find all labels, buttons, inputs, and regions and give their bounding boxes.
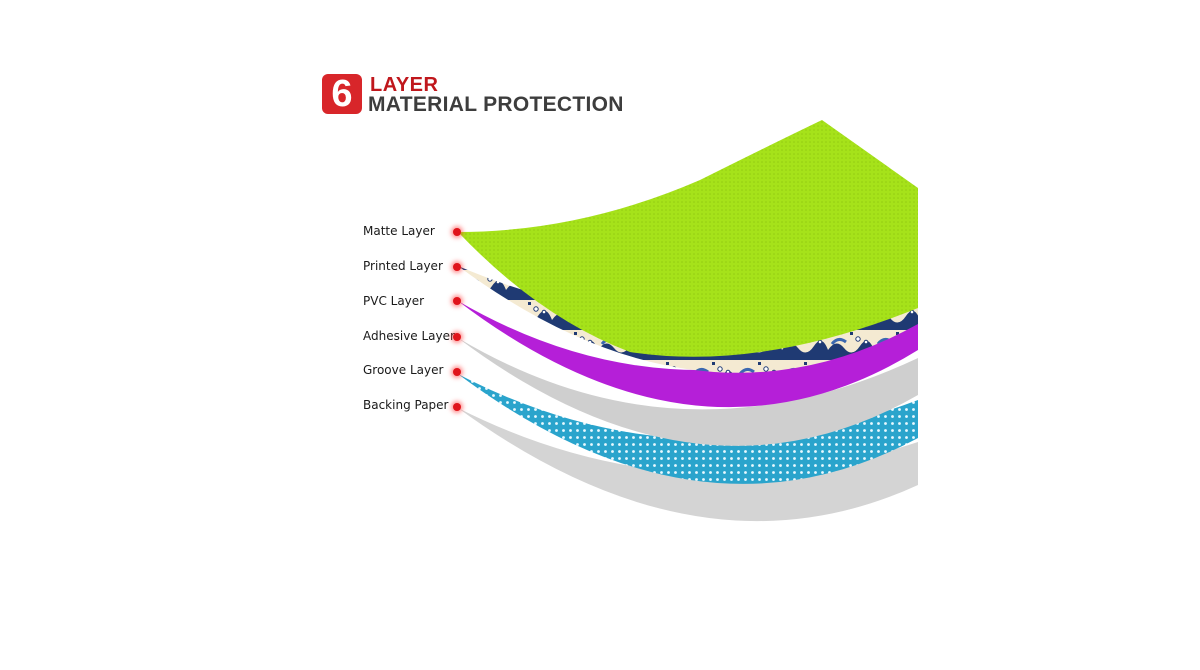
- title-layer: LAYER: [370, 74, 439, 96]
- label-pvc-layer: PVC Layer: [363, 294, 425, 308]
- label-matte-layer: Matte Layer: [363, 224, 435, 238]
- pvc-layer-sheet: [458, 301, 918, 408]
- label-backing-paper: Backing Paper: [363, 398, 449, 412]
- marker-adhesive-layer: [453, 333, 461, 341]
- layer-count-badge: 6: [322, 74, 362, 114]
- backing-paper-sheet: [458, 408, 918, 522]
- marker-pvc-layer: [453, 297, 461, 305]
- marker-backing-paper: [453, 403, 461, 411]
- title-material-protection: MATERIAL PROTECTION: [368, 93, 624, 116]
- badge-number: 6: [331, 73, 353, 115]
- label-groove-layer: Groove Layer: [363, 363, 444, 377]
- label-printed-layer: Printed Layer: [363, 259, 443, 273]
- marker-matte-layer: [453, 228, 461, 236]
- adhesive-layer-sheet: [458, 338, 918, 446]
- marker-printed-layer: [453, 263, 461, 271]
- printed-layer-sheet: [458, 266, 918, 373]
- matte-layer-sheet: [458, 120, 918, 357]
- marker-groove-layer: [453, 368, 461, 376]
- label-adhesive-layer: Adhesive Layer: [363, 329, 455, 343]
- groove-layer-sheet: [458, 374, 918, 484]
